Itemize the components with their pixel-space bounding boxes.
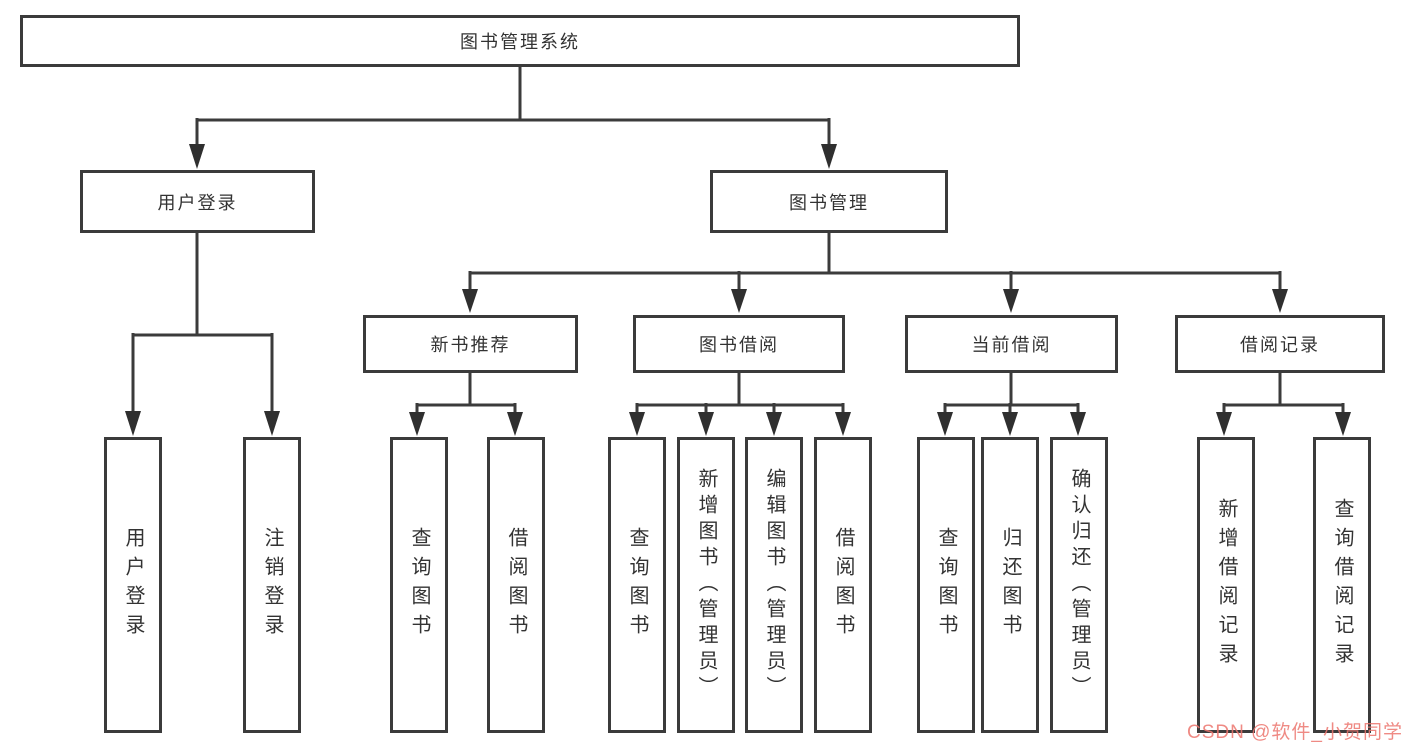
- leaf-borrow-books-recommend: 借阅图书: [487, 437, 545, 733]
- leaf-add-borrow-record-label: 新增借阅记录: [1215, 498, 1237, 672]
- arrow-leaf-9: [937, 412, 953, 436]
- node-new-book-recommend-label: 新书推荐: [430, 335, 511, 355]
- arrow-leaf-11: [1070, 412, 1086, 436]
- leaf-borrow-books-recommend-label: 借阅图书: [505, 527, 527, 643]
- leaf-query-borrow-record: 查询借阅记录: [1313, 437, 1371, 733]
- arrow-current-borrow: [1003, 289, 1019, 313]
- watermark: CSDN @软件_小贺同学: [1187, 722, 1403, 743]
- arrow-book-mgmt: [821, 144, 837, 169]
- leaf-add-books-admin: 新增图书（管理员）: [677, 437, 735, 733]
- leaf-query-books-borrow-label: 查询图书: [626, 527, 648, 643]
- arrow-book-borrow: [731, 289, 747, 313]
- leaf-user-login: 用户登录: [104, 437, 162, 733]
- leaf-borrow-books-label: 借阅图书: [832, 527, 854, 643]
- leaf-add-books-admin-label: 新增图书（管理员）: [695, 468, 717, 702]
- arrow-new-books: [462, 289, 478, 313]
- arrow-borrow-records: [1272, 289, 1288, 313]
- arrow-leaf-10: [1002, 412, 1018, 436]
- leaf-logout-label: 注销登录: [261, 527, 283, 643]
- arrow-user-login: [189, 144, 205, 169]
- node-borrowing-records: 借阅记录: [1175, 315, 1385, 373]
- node-current-borrowing-label: 当前借阅: [971, 335, 1052, 355]
- arrow-leaf-7: [766, 412, 782, 436]
- node-book-management-label: 图书管理: [789, 192, 869, 213]
- leaf-return-books-label: 归还图书: [999, 527, 1021, 643]
- leaf-confirm-return-admin: 确认归还（管理员）: [1050, 437, 1108, 733]
- leaf-logout: 注销登录: [243, 437, 301, 733]
- leaf-borrow-books: 借阅图书: [814, 437, 872, 733]
- arrow-leaf-4: [507, 412, 523, 436]
- leaf-query-books-current-label: 查询图书: [935, 527, 957, 643]
- arrow-leaf-13: [1335, 412, 1351, 436]
- leaf-user-login-label: 用户登录: [122, 527, 144, 643]
- node-user-login-label: 用户登录: [157, 192, 238, 213]
- arrow-leaf-5: [629, 412, 645, 436]
- leaf-return-books: 归还图书: [981, 437, 1039, 733]
- leaf-query-books-recommend: 查询图书: [390, 437, 448, 733]
- arrow-leaf-2: [264, 411, 280, 436]
- leaf-confirm-return-admin-label: 确认归还（管理员）: [1068, 468, 1090, 702]
- leaf-edit-books-admin-label: 编辑图书（管理员）: [763, 468, 785, 702]
- node-book-borrowing-label: 图书借阅: [699, 335, 779, 355]
- node-root-label: 图书管理系统: [460, 32, 580, 52]
- node-current-borrowing: 当前借阅: [905, 315, 1118, 373]
- node-new-book-recommend: 新书推荐: [363, 315, 578, 373]
- node-user-login: 用户登录: [80, 170, 315, 233]
- leaf-add-borrow-record: 新增借阅记录: [1197, 437, 1255, 733]
- leaf-edit-books-admin: 编辑图书（管理员）: [745, 437, 803, 733]
- leaf-query-books-recommend-label: 查询图书: [408, 527, 430, 643]
- arrowheads: [125, 144, 1351, 436]
- node-root-system: 图书管理系统: [20, 15, 1020, 67]
- arrow-leaf-8: [835, 412, 851, 436]
- leaf-query-borrow-record-label: 查询借阅记录: [1331, 498, 1353, 672]
- arrow-leaf-1: [125, 411, 141, 436]
- leaf-query-books-borrow: 查询图书: [608, 437, 666, 733]
- node-book-management: 图书管理: [710, 170, 948, 233]
- arrow-leaf-12: [1216, 412, 1232, 436]
- node-book-borrowing: 图书借阅: [633, 315, 845, 373]
- leaf-query-books-current: 查询图书: [917, 437, 975, 733]
- arrow-leaf-6: [698, 412, 714, 436]
- node-borrowing-records-label: 借阅记录: [1240, 335, 1320, 355]
- arrow-leaf-3: [409, 412, 425, 436]
